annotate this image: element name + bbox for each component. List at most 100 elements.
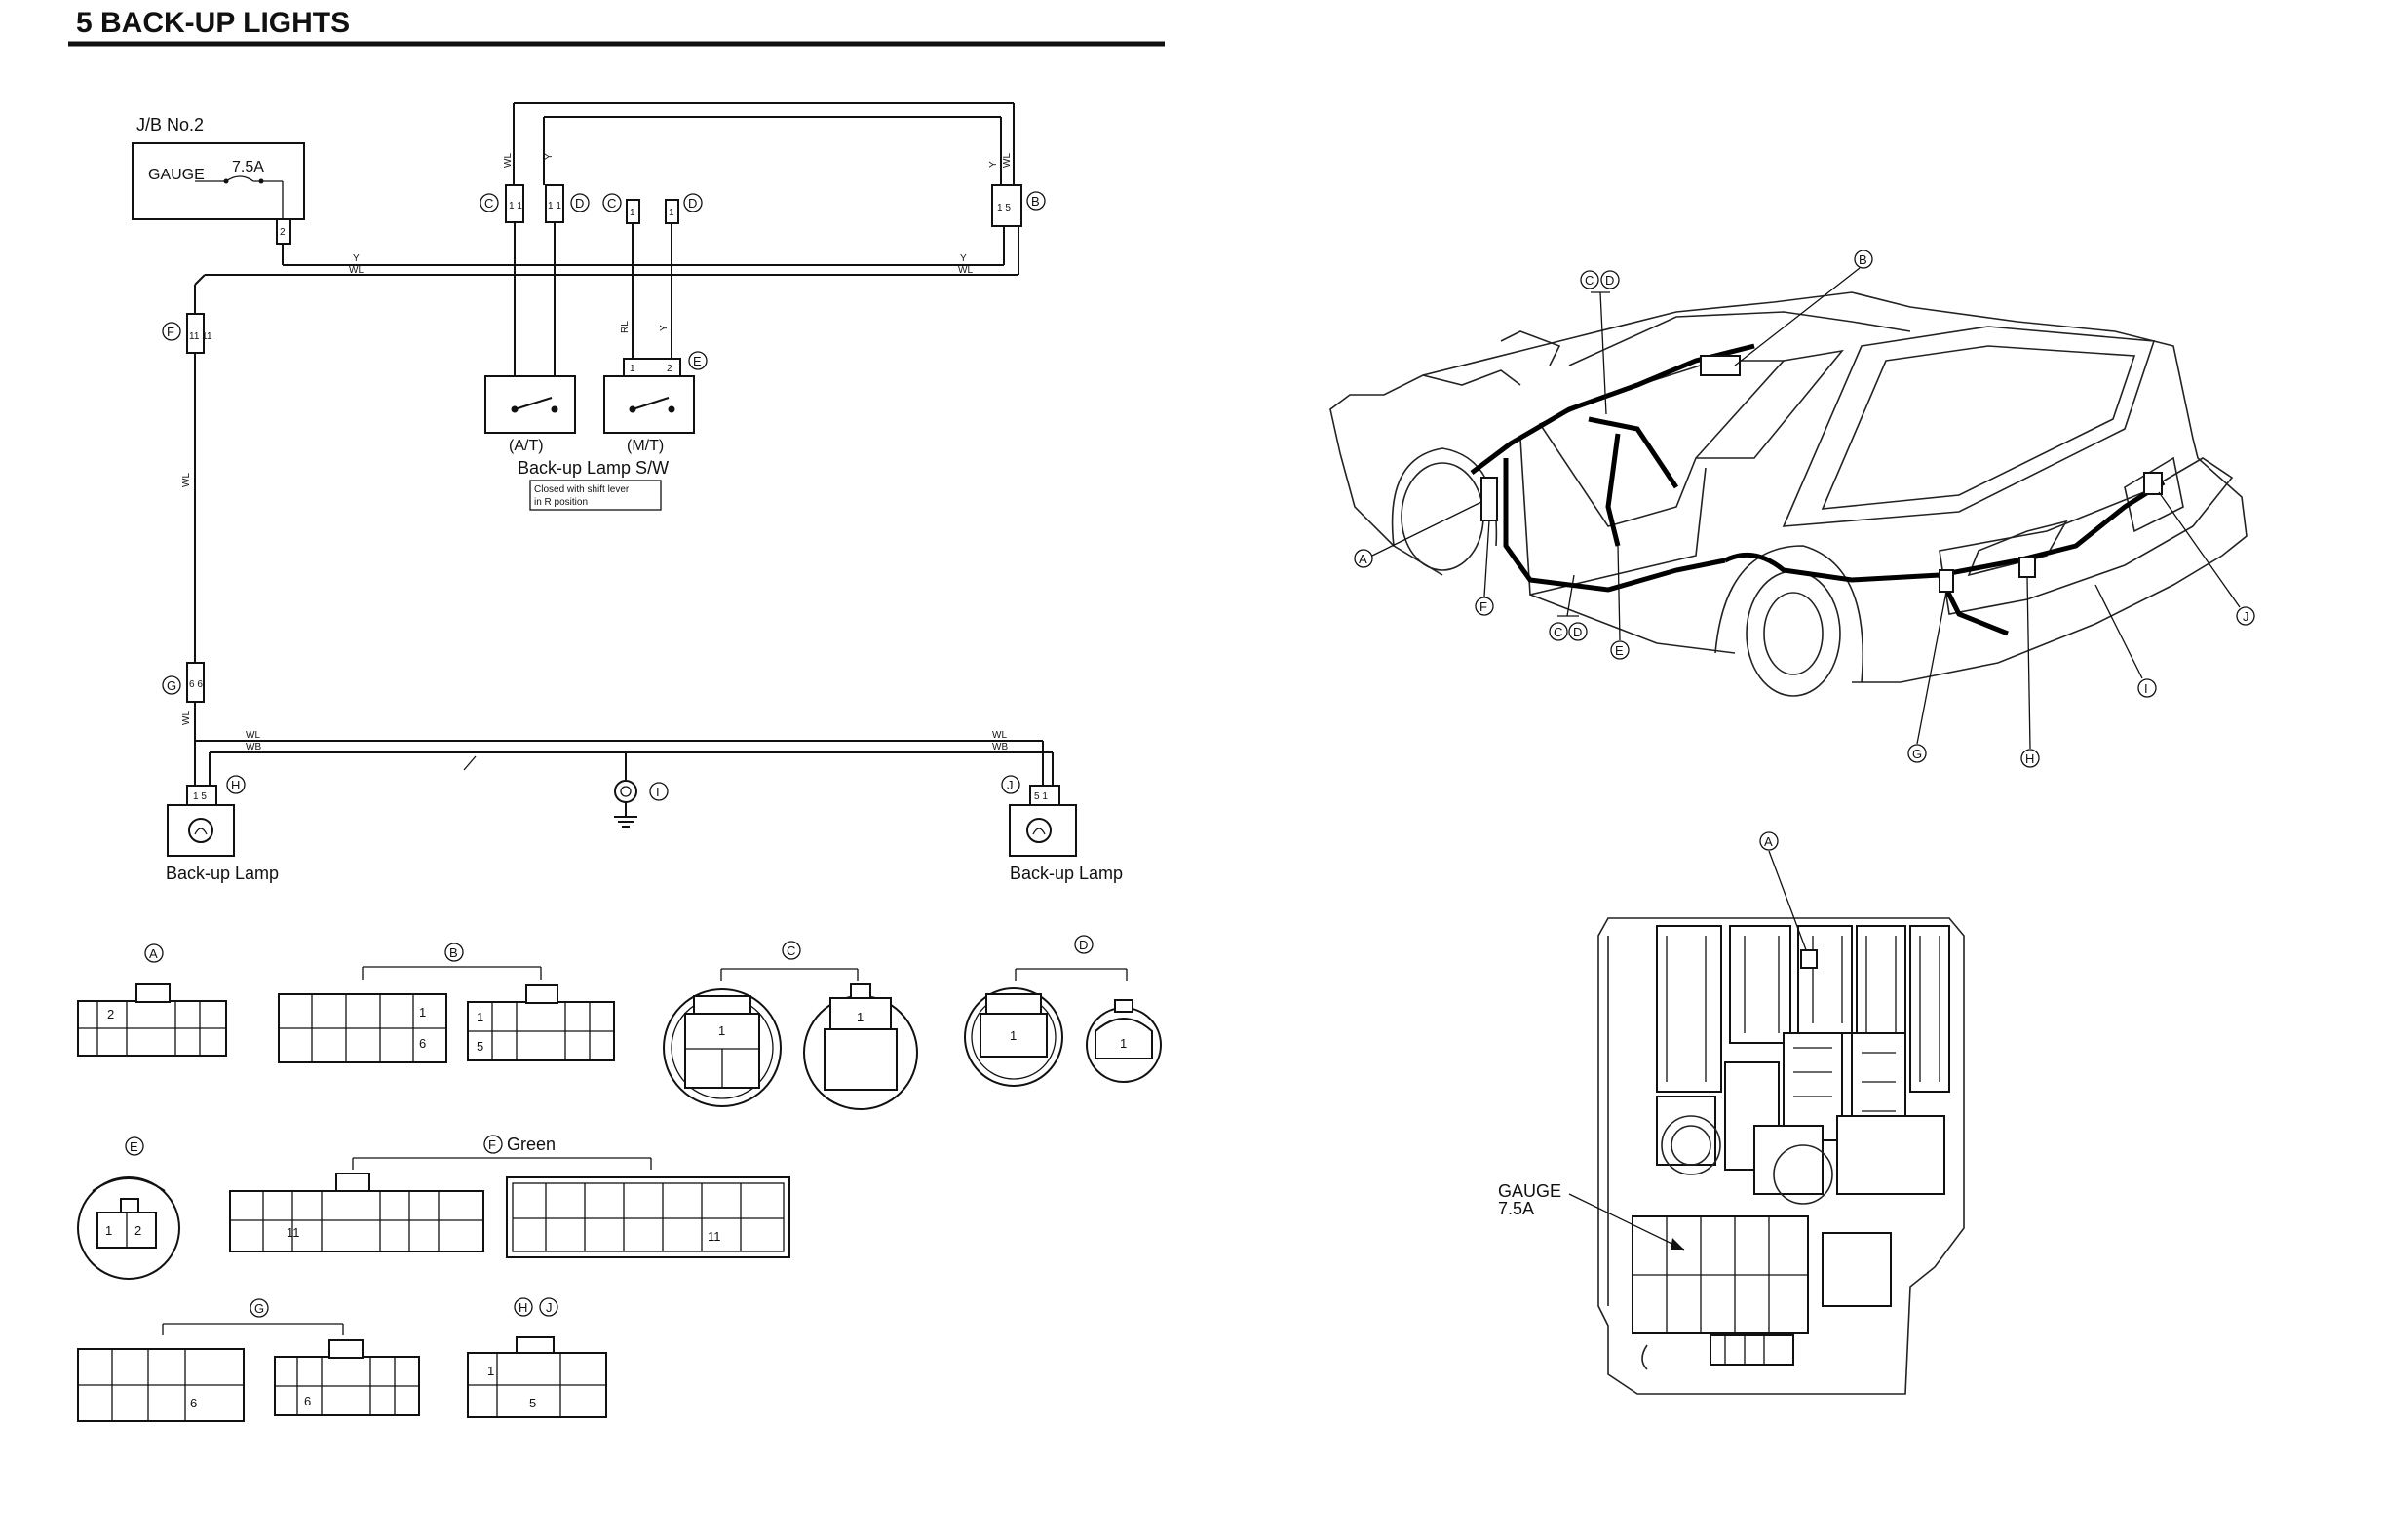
callout-i: I xyxy=(2144,681,2148,696)
lamp-bulb-icon xyxy=(188,818,213,843)
callout-h: H xyxy=(2025,751,2034,766)
callout-e: E xyxy=(1615,643,1624,658)
jb-fuse-rating: 7.5A xyxy=(1498,1199,1534,1218)
connector-f-face: F Green 11 11 xyxy=(229,1135,790,1258)
marker-d xyxy=(570,193,590,212)
jb-callout-a: A xyxy=(1764,834,1773,849)
wire-color-label: Y xyxy=(960,253,967,264)
connector-e-face-pin2: 2 xyxy=(134,1223,141,1238)
callout-j: J xyxy=(2243,609,2249,624)
marker-c xyxy=(602,193,622,212)
callout-a: A xyxy=(1359,552,1367,566)
fuse-rating: 7.5A xyxy=(232,159,264,175)
callout-c: C xyxy=(1554,625,1562,639)
connector-hj-face: H J 1 5 xyxy=(467,1297,607,1418)
connector-b-face-pin5: 5 xyxy=(477,1039,483,1054)
marker-e-letter: E xyxy=(693,354,702,368)
marker-j-letter: J xyxy=(1007,778,1014,792)
marker-e-letter: E xyxy=(130,1139,138,1154)
connector-b-face: B 1 6 1 5 xyxy=(278,943,615,1063)
wire-color-label: Y xyxy=(544,153,555,160)
terminal-grid xyxy=(1666,936,1940,1112)
connector-h-pins: 1 5 xyxy=(193,791,207,802)
switch-loop-wires: WL Y Y WL xyxy=(503,102,1015,185)
connector-b-face-pin1b: 1 xyxy=(477,1010,483,1024)
lamp-bulb-icon xyxy=(1026,818,1052,843)
marker-j xyxy=(1001,775,1020,794)
connector-c-small-pin: 1 xyxy=(630,208,635,218)
connector-g-pins: 6 6 xyxy=(189,679,203,690)
connector-g-face-pin: 6 xyxy=(190,1396,197,1410)
connector-d-pins: 1 1 xyxy=(548,201,561,212)
marker-d-letter: D xyxy=(575,196,584,211)
top-feed-wires: Y WL Y WL xyxy=(205,226,1019,276)
jb-label: J/B No.2 xyxy=(136,115,204,135)
switch-mt-contact xyxy=(632,397,670,410)
connector-b-face-pin1: 1 xyxy=(419,1005,426,1020)
connector-d-face: D 1 1 xyxy=(964,935,1162,1087)
connector-d-face-pin: 1 xyxy=(1010,1028,1017,1043)
connectors-cd-b-schematic: 1 1 1 1 1 5 C D B 1 1 C D xyxy=(480,184,1046,227)
connector-c-pins: 1 1 xyxy=(509,201,522,212)
marker-g-letter: G xyxy=(254,1301,264,1316)
marker-b-letter: B xyxy=(449,945,458,960)
connector-j-pins: 5 1 xyxy=(1034,791,1048,802)
car-harness-illustration: C D B A F C D E G H I J xyxy=(1329,250,2255,768)
lamp-left-box xyxy=(167,804,235,857)
connector-a-pin: 2 xyxy=(280,227,286,238)
callout-f: F xyxy=(1479,599,1487,614)
marker-g-letter: G xyxy=(167,678,176,693)
connector-hj-face-pin1: 1 xyxy=(487,1364,494,1378)
callout-d: D xyxy=(1605,273,1614,288)
wire-color-label: Y xyxy=(988,161,999,168)
backup-lamp-left: 1 5 H Back-up Lamp xyxy=(166,775,279,883)
connector-face-views: A 2 B 1 6 xyxy=(77,935,1162,1422)
page-header: 5 BACK-UP LIGHTS xyxy=(68,7,1165,47)
connector-c-face-pin: 1 xyxy=(857,1010,864,1024)
connector-a-face-pin: 2 xyxy=(107,1007,114,1021)
connector-b-pins: 1 5 xyxy=(997,203,1011,213)
switch-at-contact xyxy=(514,397,553,410)
lamp-bus-wires: WL WB WL WB xyxy=(194,730,1054,786)
marker-c-letter: C xyxy=(787,943,795,958)
left-trunk-wire: 11 11 F WL 6 6 G WL xyxy=(162,274,212,741)
switch-note-box xyxy=(529,480,662,511)
wire-color-label: WL xyxy=(349,265,364,276)
backup-lamp-switches: (A/T) (M/T) Back-up Lamp S/W Closed with… xyxy=(484,375,695,511)
wire-color-label: WL xyxy=(181,473,192,487)
wire-color-label: WL xyxy=(958,265,973,276)
junction-block-symbol: J/B No.2 GAUGE 7.5A 2 xyxy=(132,115,305,245)
connector-e-pin1: 1 xyxy=(630,364,635,374)
lamp-right-label: Back-up Lamp xyxy=(1010,864,1123,883)
callout-d: D xyxy=(1573,625,1582,639)
switch-at-box xyxy=(484,375,576,434)
callout-c: C xyxy=(1585,273,1594,288)
connector-f-face-pin: 11 xyxy=(287,1225,300,1240)
connector-e-face: E 1 2 xyxy=(77,1136,180,1280)
connector-hj-face-pin5: 5 xyxy=(529,1396,536,1410)
connector-f-pins: 11 11 xyxy=(189,331,212,342)
connector-b-face-pin6: 6 xyxy=(419,1036,426,1051)
connector-e-face-pin1: 1 xyxy=(105,1223,112,1238)
wire-color-label: Y xyxy=(353,253,360,264)
wire-color-label: WB xyxy=(992,742,1008,752)
junction-block-illustration: A GAUGE 7.5A xyxy=(1498,831,1965,1395)
marker-f-letter: F xyxy=(167,325,174,339)
marker-j-letter: J xyxy=(546,1300,553,1315)
switch-note-line1: Closed with shift lever xyxy=(534,484,630,495)
marker-d xyxy=(683,193,703,212)
connector-c-face-pin: 1 xyxy=(718,1023,725,1038)
wire-color-label: Y xyxy=(659,325,670,331)
switch-at-label: (A/T) xyxy=(509,438,544,454)
marker-a-letter: A xyxy=(149,946,158,961)
connector-f-color: Green xyxy=(507,1135,556,1154)
wire-color-label: WL xyxy=(181,711,192,725)
wire-color-label: RL xyxy=(620,321,631,333)
connector-e-pin2: 2 xyxy=(667,364,672,374)
marker-h-letter: H xyxy=(519,1300,527,1315)
marker-i-letter: I xyxy=(656,785,660,799)
connector-g-face-pin: 6 xyxy=(304,1394,311,1408)
connector-f-face-pin: 11 xyxy=(708,1229,721,1244)
marker-c-letter: C xyxy=(607,196,616,211)
